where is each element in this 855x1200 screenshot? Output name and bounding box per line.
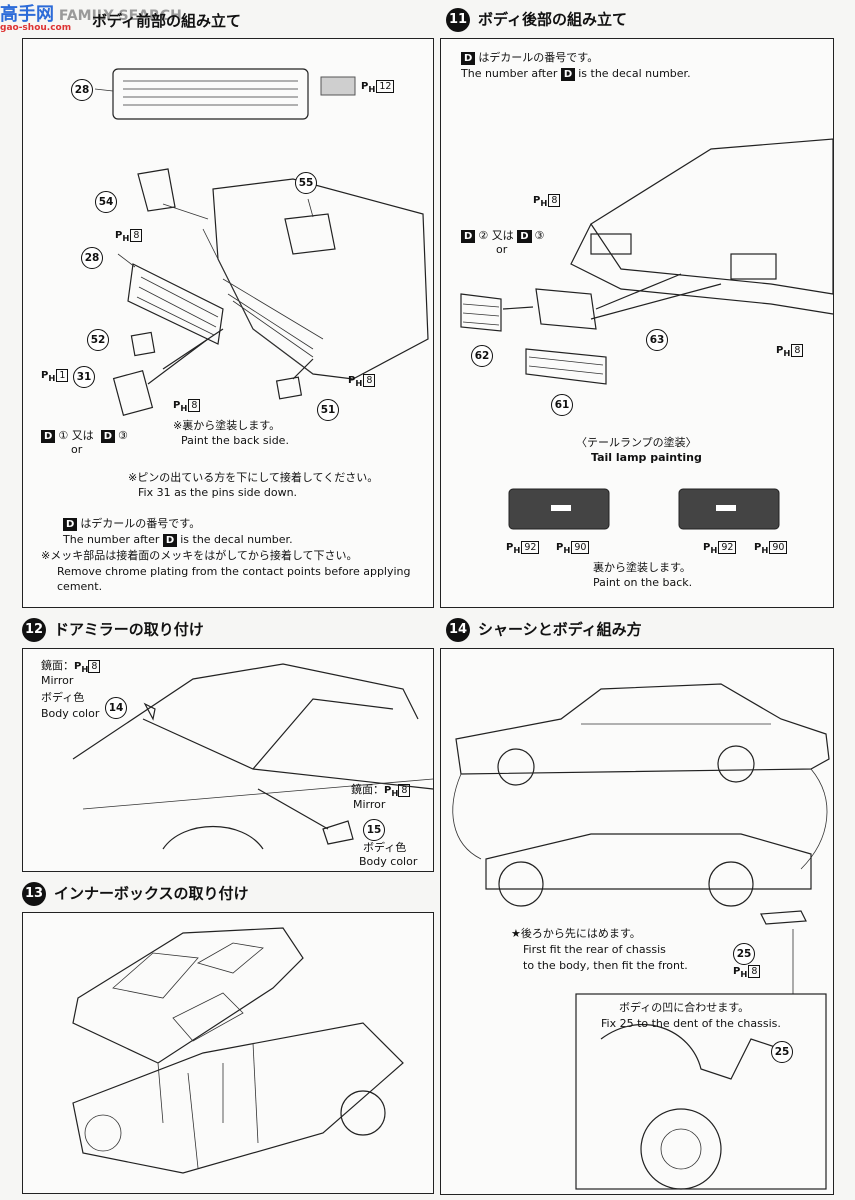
dent-note-en: Fix 25 to the dent of the chassis. xyxy=(601,1017,781,1030)
chrome-note-en-1: Remove chrome plating from the contact p… xyxy=(57,565,411,578)
note-pins-en: Fix 31 as the pins side down. xyxy=(138,486,298,499)
part-55: 55 xyxy=(295,172,317,194)
tail-title-en: Tail lamp painting xyxy=(591,451,702,464)
fit-note-en-1: First fit the rear of chassis xyxy=(523,943,666,956)
watermark-brand: 高手网 xyxy=(0,4,54,25)
part-62: 62 xyxy=(471,345,493,367)
note-back-jp: ※裏から塗装します。 xyxy=(173,419,281,432)
chassis-body-drawing xyxy=(452,683,830,1190)
part-54: 54 xyxy=(95,191,117,213)
paint-back-jp: 裏から塗装します。 xyxy=(593,561,691,574)
dent-note-jp: ボディの凹に合わせます。 xyxy=(619,1001,750,1014)
body2-color-jp: ボディ色 xyxy=(363,841,407,854)
fit-note-en-2: to the body, then fit the front. xyxy=(523,959,688,972)
part-25-detail: 25 xyxy=(771,1041,793,1063)
step13-panel xyxy=(22,912,434,1194)
part-28-grille: 28 xyxy=(81,247,103,269)
inner-box-drawing xyxy=(72,927,404,1174)
step14-panel: ★後ろから先にはめます。 First fit the rear of chass… xyxy=(440,648,834,1195)
part-52: 52 xyxy=(87,329,109,351)
part-28-top: 28 xyxy=(71,79,93,101)
part-31: 31 xyxy=(73,366,95,388)
watermark-logo: 高手网 FAMILY SEARCH gao-shou.com xyxy=(0,0,182,33)
decal-or-11-en: or xyxy=(496,243,508,256)
body2-color-en: Body color xyxy=(359,855,418,868)
fit-note-jp: ★後ろから先にはめます。 xyxy=(511,927,641,940)
note-pins-jp: ※ピンの出ている方を下にして接着してください。 xyxy=(128,471,379,484)
mirror2-label-en: Mirror xyxy=(353,798,386,811)
note-back-en: Paint the back side. xyxy=(181,434,289,447)
tail-title-jp: 〈テールランプの塗装〉 xyxy=(576,436,697,449)
watermark-url: gao-shou.com xyxy=(0,23,72,33)
part-15: 15 xyxy=(363,819,385,841)
chrome-note-jp: ※メッキ部品は接着面のメッキをはがしてから接着して下さい。 xyxy=(41,549,358,562)
step10-title: ボディ前部の組み立て xyxy=(92,12,241,30)
chrome-note-en-2: cement. xyxy=(57,580,103,593)
body-color-en: Body color xyxy=(41,707,100,720)
paint-back-en: Paint on the back. xyxy=(593,576,693,589)
mirror-label-en: Mirror xyxy=(41,674,74,687)
watermark-tag: FAMILY SEARCH xyxy=(58,8,182,24)
body-color-jp: ボディ色 xyxy=(41,691,85,704)
part-14: 14 xyxy=(105,697,127,719)
part-25: 25 xyxy=(733,943,755,965)
part-51: 51 xyxy=(317,399,339,421)
rear-body-drawing xyxy=(460,138,834,530)
door-mirror-drawing xyxy=(72,663,434,850)
part-61: 61 xyxy=(551,394,573,416)
part-63: 63 xyxy=(646,329,668,351)
decal-or-en: or xyxy=(71,443,83,456)
grille-top-drawing xyxy=(94,68,429,416)
